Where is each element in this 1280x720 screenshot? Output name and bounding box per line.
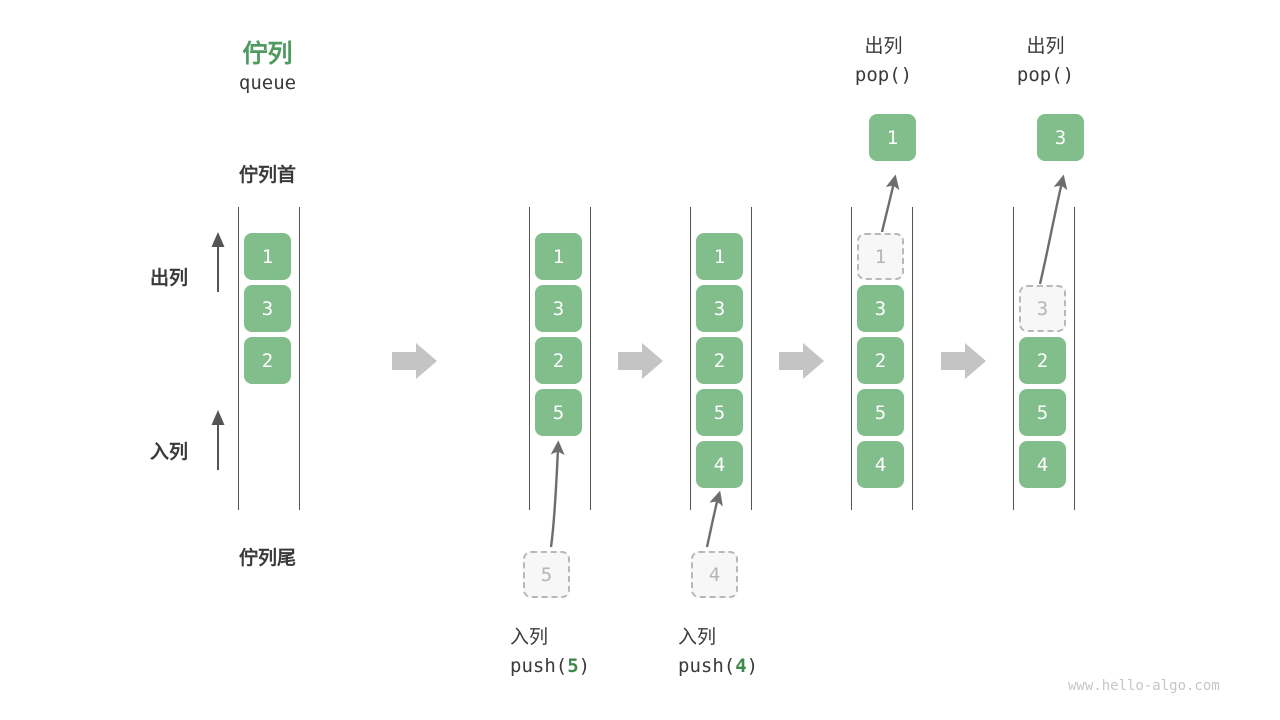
enqueue-direction-arrow [211, 410, 225, 470]
queue-cell: 1 [696, 233, 743, 280]
queue-cell: 2 [535, 337, 582, 384]
incoming-element-ghost: 5 [523, 551, 570, 598]
watermark: www.hello-algo.com [1068, 678, 1220, 694]
queue-rail-left-col2 [529, 207, 530, 510]
dequeue-direction-label: 出列 [150, 267, 189, 289]
diagram-title-en: queue [238, 72, 297, 94]
queue-cell: 4 [857, 441, 904, 488]
code-suffix: ) [746, 655, 759, 678]
queue-cell: 4 [1019, 441, 1066, 488]
queue-cell: 2 [857, 337, 904, 384]
queue-cell: 4 [696, 441, 743, 488]
operation-caption-pop-1: 出列 pop() [806, 32, 961, 91]
operation-caption-code: push(5) [510, 652, 590, 681]
queue-cell: 3 [696, 285, 743, 332]
operation-caption-zh: 出列 [1026, 35, 1065, 57]
step-arrow-1 [392, 343, 437, 379]
popped-element: 3 [1037, 114, 1084, 161]
incoming-element-ghost: 4 [691, 551, 738, 598]
operation-caption-push-5: 入列 push(5) [510, 623, 590, 682]
queue-cell: 5 [535, 389, 582, 436]
queue-rail-right-col2 [590, 207, 591, 510]
code-argument: 5 [567, 655, 579, 678]
queue-rail-left-col3 [690, 207, 691, 510]
queue-cell: 3 [857, 285, 904, 332]
dequeue-direction-arrow [211, 232, 225, 292]
step-arrow-3 [779, 343, 824, 379]
queue-cell: 1 [535, 233, 582, 280]
queue-cell: 2 [1019, 337, 1066, 384]
push-4-arrow [705, 490, 723, 548]
code-argument: 4 [735, 655, 747, 678]
operation-caption-code: pop() [1016, 64, 1075, 87]
push-5-arrow [549, 440, 565, 548]
operation-caption-zh: 出列 [864, 35, 903, 57]
code-prefix: push( [678, 655, 736, 678]
queue-rail-right-col5 [1074, 207, 1075, 510]
pop-1-arrow [880, 174, 900, 233]
queue-cell-ghost: 3 [1019, 285, 1066, 332]
operation-caption-zh: 入列 [678, 626, 717, 648]
operation-caption-pop-3: 出列 pop() [968, 32, 1123, 91]
queue-cell: 5 [1019, 389, 1066, 436]
code-suffix: ) [578, 655, 591, 678]
operation-caption-code: push(4) [678, 652, 758, 681]
diagram-title-zh: 佇列 [242, 39, 293, 68]
queue-rail-left-col4 [851, 207, 852, 510]
operation-caption-code: pop() [854, 64, 913, 87]
queue-cell-ghost: 1 [857, 233, 904, 280]
queue-rail-right-col3 [751, 207, 752, 510]
operation-caption-zh: 入列 [510, 626, 549, 648]
enqueue-direction-label: 入列 [150, 441, 189, 463]
queue-cell: 3 [244, 285, 291, 332]
queue-cell: 3 [535, 285, 582, 332]
code-prefix: push( [510, 655, 568, 678]
step-arrow-2 [618, 343, 663, 379]
queue-rail-right-col4 [912, 207, 913, 510]
queue-head-label: 佇列首 [238, 164, 296, 186]
pop-3-arrow [1038, 174, 1068, 285]
queue-rail-left-col1 [238, 207, 239, 510]
popped-element: 1 [869, 114, 916, 161]
queue-rail-right-col1 [299, 207, 300, 510]
queue-cell: 1 [244, 233, 291, 280]
queue-rail-left-col5 [1013, 207, 1014, 510]
step-arrow-4 [941, 343, 986, 379]
queue-cell: 5 [857, 389, 904, 436]
queue-cell: 5 [696, 389, 743, 436]
queue-tail-label: 佇列尾 [238, 547, 296, 569]
queue-cell: 2 [696, 337, 743, 384]
operation-caption-push-4: 入列 push(4) [678, 623, 758, 682]
queue-cell: 2 [244, 337, 291, 384]
